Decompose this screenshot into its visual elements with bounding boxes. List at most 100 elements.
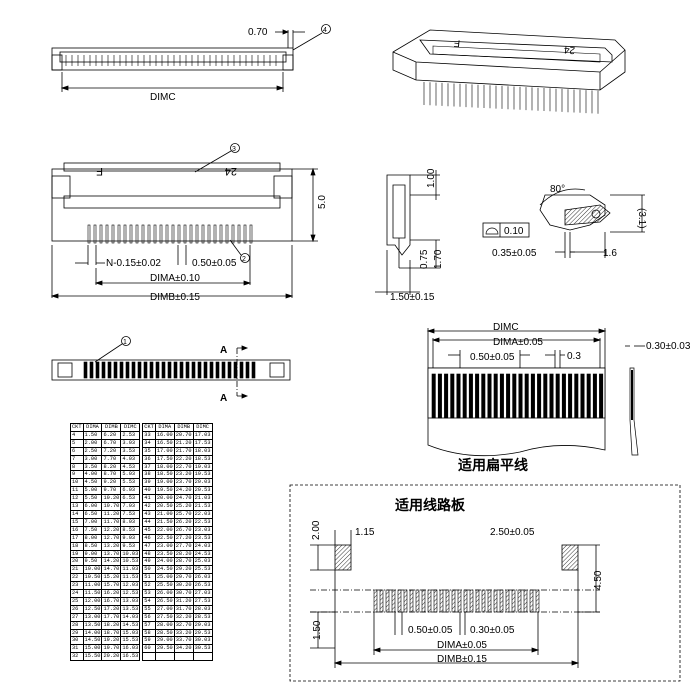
table-cell: 9.53 (120, 541, 141, 551)
table-cell: 26.00 (154, 589, 175, 598)
table-cell: 8.70 (101, 470, 122, 480)
table-cell: 9.03 (120, 533, 141, 543)
table-cell: 18.53 (192, 454, 213, 464)
table-cell: 28 (70, 620, 84, 630)
table-cell: 27.00 (154, 604, 175, 614)
table-cell: 6 (70, 446, 84, 456)
front-f: F (96, 165, 103, 177)
table-header: CKT DIMA DIMB DIMC CKT DIMA DIMB DIMC (70, 423, 213, 432)
table-cell: 24 (70, 589, 84, 598)
table-cell: 5.00 (82, 486, 103, 496)
pcb-250: 2.50±0.05 (490, 527, 535, 538)
table-cell: 24.53 (192, 549, 213, 559)
table-cell: 19 (70, 549, 84, 559)
table-cell: 23.70 (173, 478, 194, 488)
table-cell: 29.20 (173, 565, 194, 575)
table-cell: 15.50 (82, 652, 103, 662)
table-cell: 41 (142, 494, 156, 504)
table-cell: 20.20 (101, 652, 122, 662)
table-cell: 31 (70, 644, 84, 654)
table-cell: 43 (142, 509, 156, 519)
table-cell: 13.03 (120, 596, 141, 606)
table-cell: 21.53 (192, 502, 213, 511)
dim-070: 0.70 (248, 27, 268, 38)
marker-3: 3 (232, 146, 236, 153)
table-cell: 34 (142, 438, 156, 448)
table-cell: 9 (70, 470, 84, 480)
table-cell: 3.53 (120, 446, 141, 456)
header-dimb-2: DIMB (173, 423, 194, 432)
pcb-dimb: DIMB±0.15 (437, 654, 487, 665)
table-cell: 33 (142, 430, 156, 440)
table-cell: 56 (142, 612, 156, 622)
iso-24: 24 (563, 43, 576, 55)
table-cell: 53 (142, 589, 156, 598)
dim-50: 5.0 (317, 195, 328, 209)
table-cell: 24.20 (173, 486, 194, 496)
table-cell: 8.50 (82, 541, 103, 551)
side-170: 1.70 (433, 249, 444, 269)
table-cell: 14.50 (82, 636, 103, 646)
table-cell: 16.00 (154, 430, 175, 440)
table-cell: 54 (142, 596, 156, 606)
table-cell: 22.03 (192, 509, 213, 519)
table-cell: 21.03 (192, 494, 213, 504)
section-a-bottom: A (220, 393, 227, 404)
cable-pitch: 0.50±0.05 (470, 352, 515, 363)
table-cell: 17.50 (154, 454, 175, 464)
table-cell: 38 (142, 470, 156, 480)
table-cell: 24.50 (154, 565, 175, 575)
table-cell: 25.50 (154, 581, 175, 591)
detail-035: 0.35±0.05 (492, 248, 537, 259)
table-cell: 23.20 (173, 470, 194, 480)
table-cell: 19.50 (154, 486, 175, 496)
table-cell: 14.00 (82, 628, 103, 638)
table-cell: 10 (70, 478, 84, 488)
table-cell: 30 (70, 636, 84, 646)
table-cell: 29.03 (192, 620, 213, 630)
table-cell: 31.70 (173, 604, 194, 614)
table-cell: 26.53 (192, 581, 213, 591)
table-cell: 22.53 (192, 517, 213, 527)
table-cell: 10.53 (120, 557, 141, 567)
table-cell: 6.03 (120, 486, 141, 496)
header-ckt: CKT (70, 423, 84, 432)
table-cell: 27.03 (192, 589, 213, 598)
table-cell: 23.53 (192, 533, 213, 543)
table-cell: 22.00 (154, 525, 175, 535)
table-cell: 19.00 (154, 478, 175, 488)
header-dimc-2: DIMC (192, 423, 213, 432)
table-cell: 1.50 (82, 430, 103, 440)
table-cell: 19.20 (101, 636, 122, 646)
marker-2: 2 (242, 256, 246, 263)
detail-31: (3.1) (636, 208, 647, 229)
table-cell: 7.03 (120, 502, 141, 511)
table-cell: 15.00 (82, 644, 103, 654)
table-cell: 18.03 (192, 446, 213, 456)
table-cell: 20.50 (154, 502, 175, 511)
table-cell: 5 (70, 438, 84, 448)
table-cell: 27 (70, 612, 84, 622)
table-cell: 4.53 (120, 462, 141, 472)
table-cell: 7.70 (101, 454, 122, 464)
table-cell: 12.50 (82, 604, 103, 614)
table-cell: 5.53 (120, 478, 141, 488)
table-cell: 50 (142, 565, 156, 575)
table-cell: 26.70 (173, 525, 194, 535)
table-cell: 32 (70, 652, 84, 662)
detail-flatness: 0.10 (504, 226, 524, 237)
table-cell: 18.50 (154, 470, 175, 480)
table-cell: 23.50 (154, 549, 175, 559)
flat-cable-view: DIMC DIMA±0.05 0.50±0.05 0.3 0.30±0.03 适… (426, 322, 690, 473)
table-cell: 20.03 (192, 478, 213, 488)
header-ckt-2: CKT (142, 423, 156, 432)
table-cell: 25.03 (192, 557, 213, 567)
front-24: 24 (225, 165, 237, 177)
table-cell: 30.53 (192, 644, 213, 654)
